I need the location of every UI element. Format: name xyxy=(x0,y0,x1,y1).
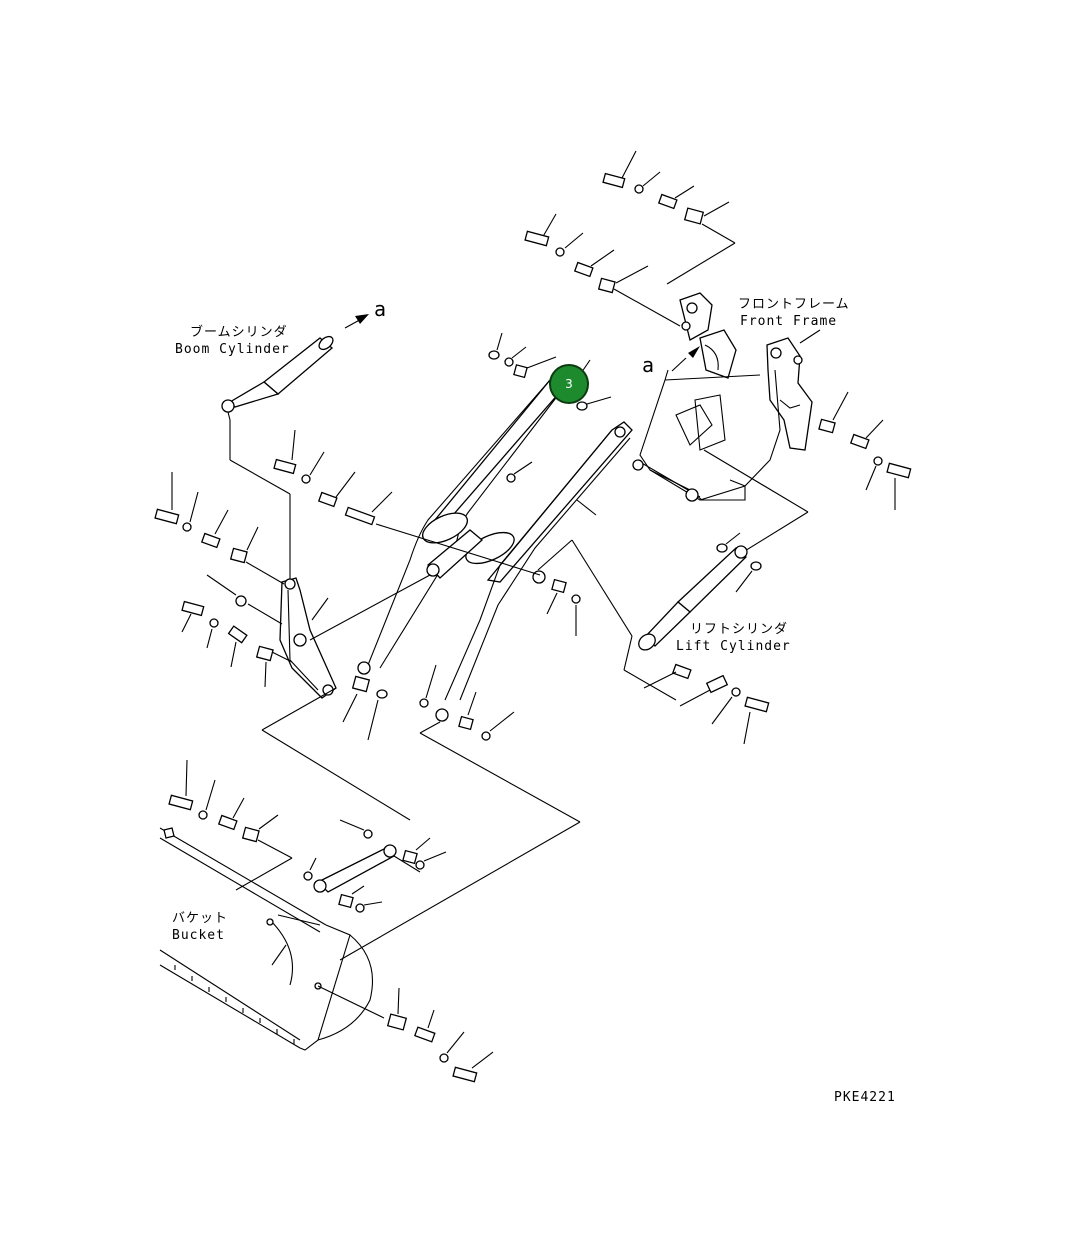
left-fastener-group-upper xyxy=(154,472,285,585)
boom-cylinder-label-en: Boom Cylinder xyxy=(175,342,290,357)
boom xyxy=(357,359,633,722)
front-frame-label-en: Front Frame xyxy=(740,314,838,329)
boom-cylinder xyxy=(221,314,369,588)
boom-cylinder-fastener-group xyxy=(273,429,541,576)
front-frame xyxy=(632,292,813,502)
boom-top-pin-parts xyxy=(488,332,612,636)
drawing-code: PKE4221 xyxy=(834,1090,896,1105)
boom-cylinder-label-jp: ブームシリンダ xyxy=(190,325,288,340)
bucket-link xyxy=(303,819,447,913)
front-frame-label-jp: フロントフレーム xyxy=(738,297,850,312)
top-fastener-group xyxy=(524,150,736,327)
bellcrank xyxy=(261,574,431,821)
bucket-pin-fastener-group xyxy=(386,987,494,1083)
lift-cylinder-fastener-group xyxy=(643,663,770,745)
bucket-teeth xyxy=(174,965,295,1044)
part-callout-marker[interactable]: 3 xyxy=(549,364,589,404)
left-fastener-group-lower xyxy=(181,574,293,688)
reference-a-boom-cylinder: a xyxy=(374,297,387,321)
boom-lower-pin-parts xyxy=(339,664,581,961)
lift-cylinder xyxy=(537,532,762,701)
bucket-label-en: Bucket xyxy=(172,928,225,943)
lift-cylinder-label-en: Lift Cylinder xyxy=(676,639,791,654)
bucket xyxy=(159,827,385,1051)
part-callout-number: 3 xyxy=(565,377,573,391)
reference-a-front-frame: a xyxy=(642,353,655,377)
bucket-fastener-group xyxy=(168,759,293,891)
lift-cylinder-label-jp: リフトシリンダ xyxy=(690,622,789,637)
bucket-label-jp: バケット xyxy=(172,911,229,926)
